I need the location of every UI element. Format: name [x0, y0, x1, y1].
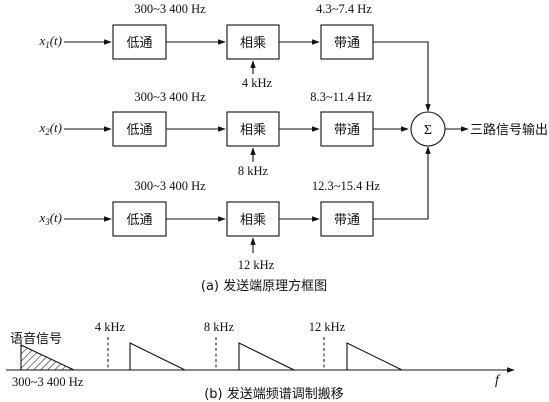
channel-1-carrier-label: 4 kHz — [242, 76, 273, 90]
spectrum-plot: f 语音信号 300~3 400 Hz 4 kHz 8 kHz 12 kHz — [6, 320, 515, 389]
channel-3: x3(t) 300~3 400 Hz 低通 相乘 12 kHz 12.3~15.… — [38, 146, 431, 272]
spectrum-caption: (b) 发送端频谱调制搬移 — [204, 386, 344, 402]
channel-1-mixer-label: 相乘 — [240, 36, 266, 51]
channel-1: x1(t) 300~3 400 Hz 低通 相乘 4 kHz 4.3~7.4 H… — [38, 2, 431, 112]
output-label: 三路信号输出 — [470, 122, 548, 138]
channel-2-lpf-band: 300~3 400 Hz — [134, 90, 206, 104]
summer-symbol: Σ — [424, 123, 432, 138]
carrier-8khz-label: 8 kHz — [204, 320, 235, 334]
shifted-spectrum-1 — [129, 342, 186, 371]
channel-1-mixer — [226, 24, 280, 60]
channel-3-input-label: x3(t) — [38, 210, 62, 227]
channel-3-bpf-band: 12.3~15.4 Hz — [312, 179, 381, 193]
channel-3-bpf-label: 带通 — [334, 213, 360, 228]
channel-2-bpf-band: 8.3~11.4 Hz — [310, 90, 372, 104]
channel-3-carrier-label: 12 kHz — [238, 258, 275, 272]
channel-2-input-label: x2(t) — [38, 120, 62, 137]
channel-1-bandpass-filter — [320, 24, 374, 60]
channel-2-bpf-label: 带通 — [334, 123, 360, 138]
channel-3-lpf-band: 300~3 400 Hz — [134, 179, 206, 193]
channel-2: x2(t) 300~3 400 Hz 低通 相乘 8 kHz 8.3~11.4 … — [38, 90, 409, 178]
block-diagram-caption: (a) 发送端原理方框图 — [201, 278, 327, 294]
channel-1-lpf-band: 300~3 400 Hz — [134, 2, 206, 16]
carrier-12khz-label: 12 kHz — [309, 320, 346, 334]
channel-1-bpf-label: 带通 — [334, 36, 360, 51]
channel-2-carrier-label: 8 kHz — [238, 164, 269, 178]
channel-2-mixer — [226, 111, 280, 147]
channel-3-bandpass-filter — [320, 201, 374, 237]
carrier-4khz-label: 4 kHz — [95, 320, 126, 334]
channel-1-to-summer-line — [373, 41, 431, 112]
channel-1-input-label: x1(t) — [38, 33, 62, 50]
channel-3-to-summer-line — [373, 146, 431, 220]
voice-spectrum-triangle — [20, 344, 75, 371]
voice-band-label: 300~3 400 Hz — [12, 375, 84, 389]
channel-3-lowpass-filter — [112, 201, 167, 237]
channel-1-lowpass-filter — [112, 24, 167, 60]
channel-2-bandpass-filter — [320, 111, 374, 147]
channel-2-lpf-label: 低通 — [126, 123, 152, 138]
voice-signal-label: 语音信号 — [10, 331, 62, 347]
channel-1-lpf-label: 低通 — [126, 36, 152, 51]
channel-3-mixer-label: 相乘 — [240, 213, 266, 228]
channel-1-bpf-band: 4.3~7.4 Hz — [316, 2, 372, 16]
shifted-spectrum-3 — [346, 342, 403, 371]
channel-3-lpf-label: 低通 — [126, 213, 152, 228]
frequency-axis-label: f — [495, 373, 501, 388]
channel-2-mixer-label: 相乘 — [240, 123, 266, 138]
shifted-spectrum-2 — [238, 342, 295, 371]
